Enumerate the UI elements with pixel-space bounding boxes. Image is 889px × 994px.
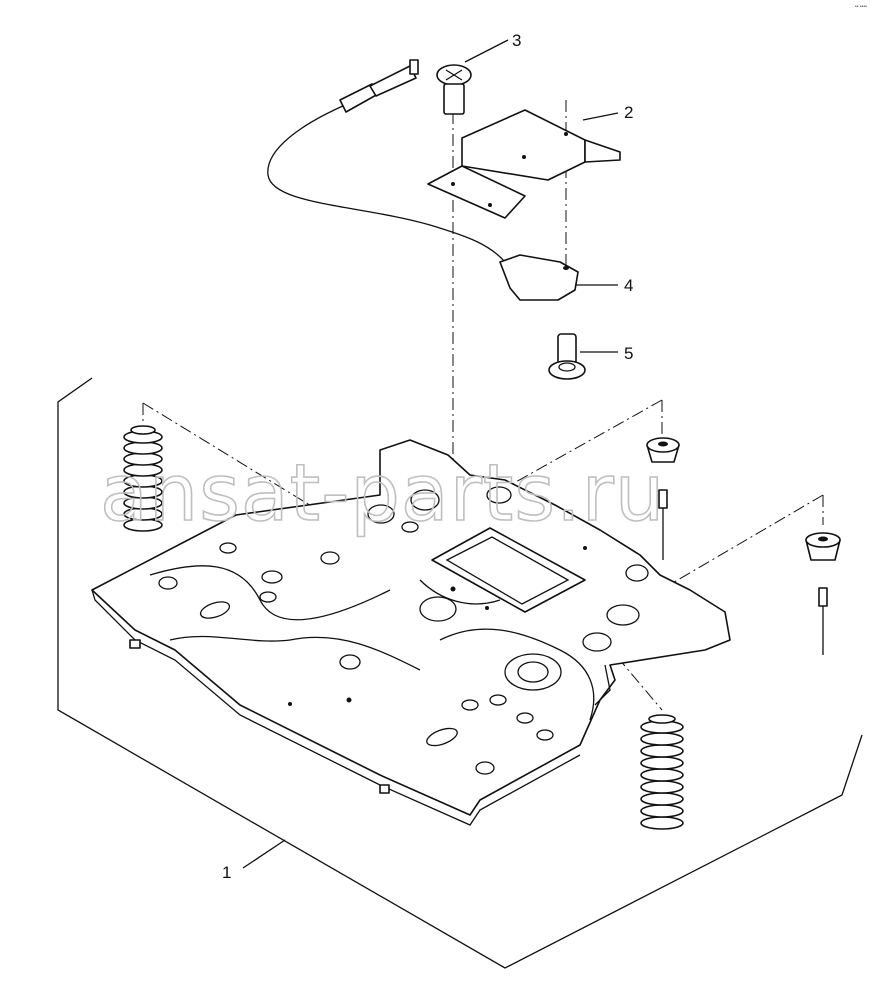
coil-spring-right	[640, 714, 684, 830]
watermark-text: ansat-parts.ru	[100, 449, 665, 539]
callout-5: 5	[624, 344, 633, 363]
sensor-part-4	[267, 59, 579, 301]
bracket-part-2	[427, 109, 621, 219]
callout-leaders	[242, 39, 619, 869]
coil-spring-left	[123, 425, 163, 532]
callout-1: 1	[222, 863, 231, 882]
assembly-frame	[57, 377, 863, 969]
screw-part-5	[548, 333, 586, 380]
callout-2: 2	[624, 103, 633, 122]
corner-mark: •• ••••	[855, 4, 867, 10]
callout-3: 3	[512, 31, 521, 50]
base-plate	[91, 439, 731, 826]
bolt-part-3	[436, 64, 472, 115]
rubber-bumper-right	[805, 532, 841, 655]
callout-4: 4	[624, 276, 633, 295]
rubber-bumper-center	[646, 437, 680, 560]
